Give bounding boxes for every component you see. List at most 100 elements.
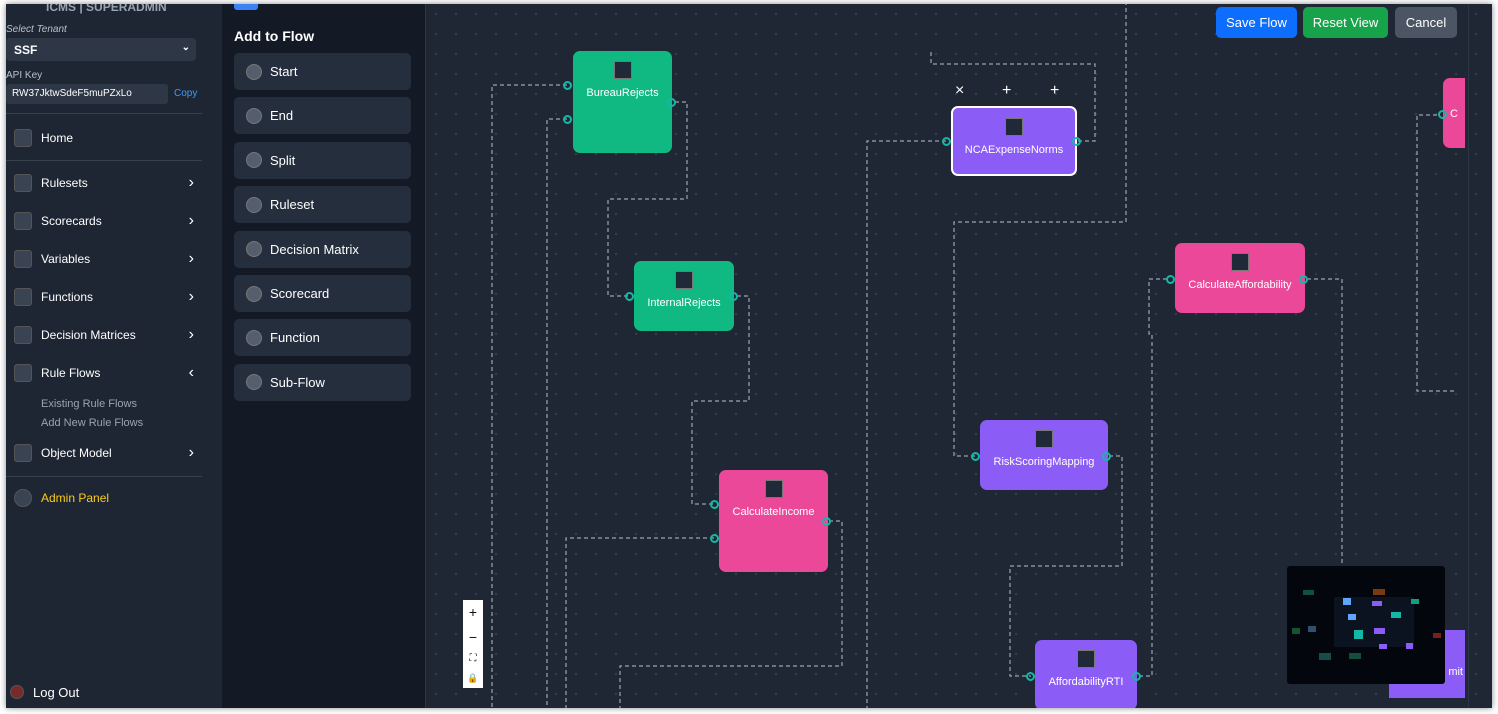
object-icon <box>14 444 32 462</box>
tenant-select[interactable]: SSF⌄ <box>6 38 196 61</box>
node-type-icon <box>246 285 262 302</box>
chevron-right-icon: › <box>188 250 194 267</box>
divider <box>6 113 202 114</box>
reset-view-button[interactable]: Reset View <box>1303 7 1388 38</box>
node-label: CalculateAffordability <box>1188 279 1292 291</box>
handle[interactable] <box>942 137 951 146</box>
sidebar-item-variables[interactable]: Variables › <box>14 248 194 270</box>
handle[interactable] <box>1072 137 1081 146</box>
sidebar-item-object-model[interactable]: Object Model› <box>14 442 194 464</box>
handle[interactable] <box>1438 110 1447 119</box>
palette-item-ruleset[interactable]: Ruleset <box>234 186 411 224</box>
handle[interactable] <box>822 517 831 526</box>
handle[interactable] <box>563 115 572 124</box>
label: Variables <box>41 252 91 266</box>
label: Rulesets <box>41 176 88 190</box>
sidebar-item-rulesets[interactable]: Rulesets › <box>14 172 194 194</box>
chevron-right-icon: › <box>188 212 194 229</box>
node-affordability-rti[interactable]: AffordabilityRTI <box>1035 640 1137 708</box>
node-internal-rejects[interactable]: InternalRejects <box>634 261 734 331</box>
node-calculate-income[interactable]: CalculateIncome <box>719 470 828 572</box>
sub-item-existing-rule-flows[interactable]: Existing Rule Flows <box>41 398 137 410</box>
sidebar-item-admin-panel[interactable]: Admin Panel <box>14 487 194 509</box>
palette-item-label: Sub-Flow <box>270 374 325 390</box>
handle[interactable] <box>667 98 676 107</box>
handle[interactable] <box>971 452 980 461</box>
minimap-node <box>1354 630 1363 639</box>
node-type-icon <box>246 241 262 258</box>
sub-item-add-new-rule-flows[interactable]: Add New Rule Flows <box>41 417 144 429</box>
palette-toggle[interactable] <box>234 4 258 10</box>
cancel-button[interactable]: Cancel <box>1395 7 1457 38</box>
api-key-field[interactable]: RW37JktwSdeF5muPZxLo <box>6 84 168 104</box>
sidebar-item-functions[interactable]: Functions› <box>14 286 194 308</box>
logout-button[interactable]: Log Out <box>10 681 190 703</box>
edge <box>607 101 688 297</box>
copy-button[interactable]: Copy <box>174 88 198 99</box>
node-partial[interactable]: C <box>1443 78 1465 148</box>
ruleset-icon <box>675 271 693 289</box>
handle[interactable] <box>729 292 738 301</box>
add-node-icon[interactable]: + <box>1050 82 1060 99</box>
handle[interactable] <box>1166 275 1175 284</box>
palette-item-sub-flow[interactable]: Sub-Flow <box>234 363 411 401</box>
lock-icon[interactable]: 🔒 <box>467 672 479 683</box>
edge <box>565 537 714 708</box>
sidebar: ICMS | SUPERADMIN Select Tenant SSF⌄ API… <box>6 4 222 708</box>
node-bureau-rejects[interactable]: BureauRejects <box>573 51 672 153</box>
palette-item-label: Scorecard <box>270 286 330 301</box>
handle[interactable] <box>710 500 719 509</box>
handle[interactable] <box>1299 275 1308 284</box>
minimap[interactable] <box>1287 566 1445 684</box>
handle[interactable] <box>563 81 572 90</box>
edge <box>953 4 1127 457</box>
node-risk-scoring-mapping[interactable]: RiskScoringMapping <box>980 420 1108 490</box>
chevron-right-icon: › <box>188 174 194 191</box>
save-flow-button[interactable]: Save Flow <box>1216 7 1297 38</box>
palette-item-label: Ruleset <box>270 197 315 213</box>
node-label: RiskScoringMapping <box>993 456 1095 468</box>
handle[interactable] <box>625 292 634 301</box>
app-window: ICMS | SUPERADMIN Select Tenant SSF⌄ API… <box>6 4 1492 708</box>
handle[interactable] <box>1102 452 1111 461</box>
node-calculate-affordability[interactable]: CalculateAffordability <box>1175 243 1305 313</box>
node-type-icon <box>246 329 262 346</box>
node-type-icon <box>246 374 262 391</box>
edge <box>491 84 567 708</box>
chevron-right-icon: › <box>188 288 194 305</box>
sidebar-item-scorecards[interactable]: Scorecards› <box>14 210 194 232</box>
add-node-icon[interactable]: + <box>1002 82 1012 99</box>
sidebar-item-home[interactable]: Home <box>14 127 194 149</box>
zoom-in-icon[interactable]: + <box>468 604 478 621</box>
flow-canvas[interactable]: BureauRejects InternalRejects CalculateI… <box>425 4 1492 708</box>
flow-icon <box>14 364 32 382</box>
palette-item-decision-matrix[interactable]: Decision Matrix <box>234 230 411 268</box>
chevron-down-icon: ⌄ <box>181 42 190 53</box>
delete-node-icon[interactable]: × <box>955 82 965 99</box>
zoom-out-icon[interactable]: − <box>468 628 478 645</box>
handle[interactable] <box>1132 672 1141 681</box>
node-label: CalculateIncome <box>732 506 815 518</box>
scorecard-icon <box>1077 650 1095 668</box>
palette-item-start[interactable]: Start <box>234 53 411 90</box>
label: Log Out <box>33 684 80 700</box>
fit-view-icon[interactable]: ⛶ <box>469 653 477 665</box>
matrix-icon <box>14 326 32 344</box>
palette-item-end[interactable]: End <box>234 97 411 135</box>
palette-item-scorecard[interactable]: Scorecard <box>234 275 411 312</box>
minimap-node <box>1411 599 1419 604</box>
node-label: NCAExpenseNorms <box>964 144 1064 156</box>
palette-item-function[interactable]: Function <box>234 319 411 357</box>
sidebar-item-decision-matrices[interactable]: Decision Matrices› <box>14 324 194 346</box>
label: Object Model <box>41 446 112 460</box>
palette-item-split[interactable]: Split <box>234 141 411 179</box>
node-type-icon <box>246 196 262 213</box>
edge <box>546 118 567 708</box>
node-nca-expense-norms[interactable]: NCAExpenseNorms <box>951 106 1077 176</box>
sidebar-item-rule-flows[interactable]: Rule Flows‹ <box>14 362 194 384</box>
label: Admin Panel <box>41 491 110 505</box>
label: Rule Flows <box>41 366 101 380</box>
handle[interactable] <box>1026 672 1035 681</box>
handle[interactable] <box>710 534 719 543</box>
minimap-node <box>1349 653 1361 659</box>
